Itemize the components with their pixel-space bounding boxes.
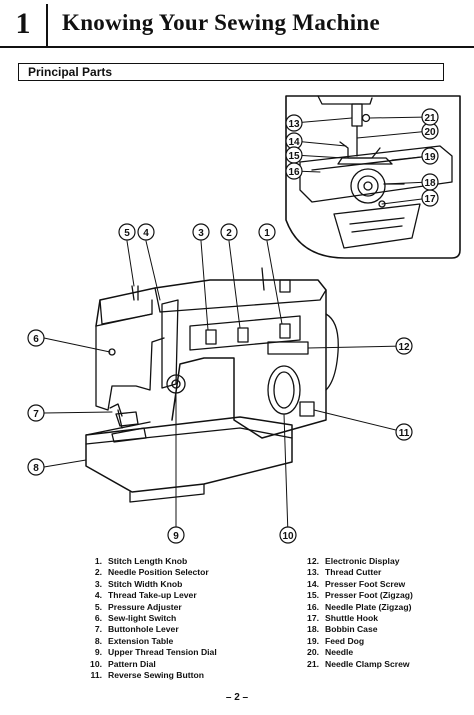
header-divider — [46, 4, 48, 46]
machine-illustration — [85, 267, 339, 503]
callout-4: 4 — [143, 228, 149, 239]
chapter-title: Knowing Your Sewing Machine — [62, 10, 381, 35]
list-item: 7.Buttonhole Lever — [94, 624, 179, 635]
callout-17: 17 — [424, 194, 436, 205]
callout-13: 13 — [288, 119, 300, 130]
list-item: 16.Needle Plate (Zigzag) — [307, 601, 412, 612]
callout-3: 3 — [198, 228, 204, 239]
parts-list-left: 1.Stitch Length Knob 2.Needle Position S… — [76, 556, 271, 681]
callout-21: 21 — [424, 113, 436, 124]
header-rule — [0, 46, 474, 48]
callout-14: 14 — [288, 137, 300, 148]
callout-2: 2 — [226, 228, 232, 239]
callout-11: 11 — [399, 428, 410, 439]
callout-10: 10 — [282, 531, 294, 542]
callout-9: 9 — [173, 531, 179, 542]
callout-7: 7 — [33, 409, 39, 420]
list-item: 2.Needle Position Selector — [94, 567, 209, 578]
list-item: 8.Extension Table — [94, 635, 174, 646]
section-heading-box: Principal Parts — [18, 63, 444, 81]
list-item: 12.Electronic Display — [307, 556, 400, 566]
list-item: 13.Thread Cutter — [307, 567, 382, 578]
callout-20: 20 — [424, 127, 436, 138]
section-title: Principal Parts — [28, 65, 113, 79]
callout-12: 12 — [398, 342, 410, 353]
list-item: 5.Pressure Adjuster — [94, 601, 182, 612]
list-item: 20.Needle — [307, 647, 354, 658]
leader-lines — [43, 116, 431, 536]
callout-18: 18 — [424, 178, 436, 189]
callout-circles — [27, 108, 439, 544]
chapter-number: 1 — [15, 7, 31, 40]
sewing-machine-diagram: 1 2 3 4 5 6 7 8 9 10 11 12 13 14 15 16 1… — [27, 95, 461, 544]
list-item: 14.Presser Foot Screw — [307, 578, 406, 589]
list-item: 1.Stitch Length Knob — [94, 556, 188, 566]
list-item: 18.Bobbin Case — [307, 624, 378, 635]
callout-15: 15 — [288, 151, 300, 162]
callout-1: 1 — [264, 228, 270, 239]
callout-6: 6 — [33, 334, 39, 345]
callout-5: 5 — [124, 228, 130, 239]
callout-19: 19 — [424, 152, 436, 163]
list-item: 6.Sew-light Switch — [94, 613, 177, 624]
list-item: 21.Needle Clamp Screw — [307, 658, 410, 669]
list-item: 9.Upper Thread Tension Dial — [94, 647, 217, 658]
callout-8: 8 — [33, 463, 39, 474]
list-item: 10.Pattern Dial — [90, 658, 156, 669]
list-item: 19.Feed Dog — [307, 635, 365, 646]
list-item: 17.Shuttle Hook — [307, 613, 378, 624]
list-item: 15.Presser Foot (Zigzag) — [307, 590, 413, 601]
parts-list-right: 12.Electronic Display 13.Thread Cutter 1… — [293, 556, 463, 670]
list-item: 3.Stitch Width Knob — [94, 578, 183, 589]
list-item: 4.Thread Take-up Lever — [94, 590, 197, 601]
callout-16: 16 — [288, 167, 300, 178]
list-item: 11.Reverse Sewing Button — [90, 670, 204, 681]
page-number: – 2 – — [225, 692, 249, 703]
chapter-header: 1 Knowing Your Sewing Machine — [0, 0, 474, 50]
